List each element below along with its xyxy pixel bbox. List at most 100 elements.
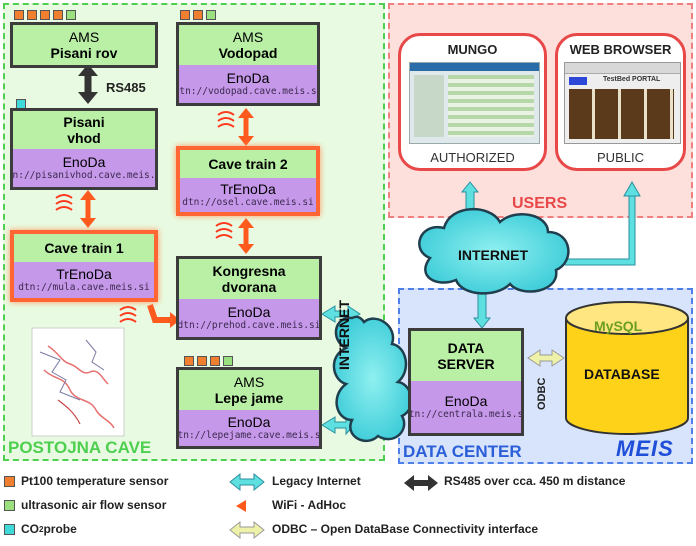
wifi-arrow-pisani-train1 bbox=[80, 190, 96, 228]
node-address: dtn://mula.cave.meis.si bbox=[18, 282, 150, 293]
node-name: DATA bbox=[447, 340, 485, 356]
web-portal-title: TestBed PORTAL bbox=[603, 76, 661, 83]
node-software: EnoDa bbox=[227, 414, 271, 430]
wifi-arrow-vodopad-train2 bbox=[238, 108, 254, 146]
internet-label-cave: INTERNET bbox=[336, 300, 352, 370]
pt100-sensor-icon bbox=[27, 10, 37, 20]
lepe-jame-sensors bbox=[184, 356, 233, 366]
airflow-sensor-icon bbox=[206, 10, 216, 20]
node-software: EnoDa bbox=[227, 304, 271, 320]
node-name-2: SERVER bbox=[437, 356, 495, 372]
node-address: dtn://lepejame.cave.meis.si bbox=[176, 430, 322, 441]
odbc-arrow bbox=[527, 349, 565, 367]
node-label: AMS bbox=[68, 29, 100, 45]
node-cave-train-2[interactable]: Cave train 2 TrEnoDa dtn://osel.cave.mei… bbox=[176, 146, 320, 216]
node-name-2: dvorana bbox=[221, 279, 277, 295]
legend-wifi: WiFi - AdHoc bbox=[272, 498, 346, 512]
pisani-rov-sensors bbox=[14, 10, 76, 20]
node-cave-train-1[interactable]: Cave train 1 TrEnoDa dtn://mula.cave.mei… bbox=[10, 230, 158, 302]
legend-airflow: ultrasonic air flow sensor bbox=[4, 498, 166, 512]
mysql-label: MySQL bbox=[594, 318, 643, 334]
node-label: AMS bbox=[233, 374, 265, 390]
node-address: dtn://centrala.meis.si bbox=[408, 409, 524, 420]
legend-text: Legacy Internet bbox=[272, 474, 361, 488]
legend-text: ultrasonic air flow sensor bbox=[21, 498, 167, 512]
airflow-swatch-icon bbox=[4, 499, 15, 511]
pt100-sensor-icon bbox=[180, 10, 190, 20]
node-name: Lepe jame bbox=[214, 390, 284, 406]
internet-cloud-users bbox=[418, 208, 570, 295]
app-title: WEB BROWSER bbox=[569, 42, 672, 57]
node-software: TrEnoDa bbox=[220, 181, 276, 197]
wifi-icon bbox=[236, 500, 246, 512]
postojna-cave-label: POSTOJNA CAVE bbox=[8, 438, 152, 457]
legend-odbc: ODBC – Open DataBase Connectivity interf… bbox=[272, 522, 538, 536]
legend-text: RS485 over cca. 450 m distance bbox=[444, 474, 626, 488]
rs485-arrow bbox=[78, 64, 98, 104]
legend-text: WiFi - AdHoc bbox=[272, 498, 347, 512]
odbc-icon bbox=[229, 520, 265, 540]
pt100-sensor-icon bbox=[53, 10, 63, 20]
node-address: dtn://vodopad.cave.meis.si bbox=[176, 86, 320, 97]
node-software: EnoDa bbox=[226, 70, 270, 86]
app-title: MUNGO bbox=[447, 42, 498, 57]
meis-logo: MEIS bbox=[616, 436, 674, 461]
node-address: dtn://osel.cave.meis.si bbox=[182, 197, 314, 208]
node-address: dtn://pisanivhod.cave.meis.si bbox=[12, 170, 156, 181]
odbc-label: ODBC bbox=[536, 377, 548, 410]
rs485-label: RS485 bbox=[106, 80, 146, 95]
wifi-waves bbox=[55, 111, 235, 323]
pt100-sensor-icon bbox=[40, 10, 50, 20]
app-access: PUBLIC bbox=[597, 150, 644, 165]
node-kongresna-dvorana[interactable]: Kongresna dvorana EnoDa dtn://prehod.cav… bbox=[176, 256, 322, 340]
node-software: TrEnoDa bbox=[56, 266, 112, 282]
node-software: EnoDa bbox=[444, 393, 488, 409]
legacy-internet-icon bbox=[229, 472, 265, 492]
pt100-sensor-icon bbox=[210, 356, 220, 366]
airflow-sensor-icon bbox=[66, 10, 76, 20]
node-label: AMS bbox=[232, 29, 264, 45]
app-access: AUTHORIZED bbox=[430, 150, 515, 165]
node-ams-pisani-rov[interactable]: AMS Pisani rov bbox=[10, 22, 158, 68]
legend-pt100: Pt100 temperature sensor bbox=[4, 474, 168, 488]
rs485-legend-icon bbox=[404, 475, 438, 491]
legend-text: ODBC – Open DataBase Connectivity interf… bbox=[272, 522, 539, 536]
pt100-sensor-icon bbox=[197, 356, 207, 366]
co2-swatch-icon bbox=[4, 523, 15, 535]
wifi-arrow-train2-kongresna bbox=[238, 218, 254, 254]
node-ams-lepe-jame[interactable]: AMS Lepe jame EnoDa dtn://lepejame.cave.… bbox=[176, 367, 322, 449]
legend-arrow-icons bbox=[229, 472, 265, 540]
airflow-sensor-icon bbox=[223, 356, 233, 366]
node-pisani-vhod[interactable]: Pisani vhod EnoDa dtn://pisanivhod.cave.… bbox=[10, 108, 158, 190]
legend-text-sub: 2 bbox=[39, 524, 44, 534]
internet-cloud-cave bbox=[332, 315, 413, 443]
web-screenshot: TestBed PORTAL bbox=[564, 62, 681, 144]
legend-rs485: RS485 over cca. 450 m distance bbox=[444, 474, 625, 488]
app-mungo[interactable]: MUNGO AUTHORIZED bbox=[398, 33, 547, 171]
wifi-arrow-train1-kongresna bbox=[147, 304, 180, 328]
node-name: Pisani rov bbox=[50, 45, 118, 61]
users-label: USERS bbox=[512, 195, 568, 212]
node-software: EnoDa bbox=[62, 154, 106, 170]
node-name: Kongresna bbox=[212, 263, 286, 279]
database-label: DATABASE bbox=[584, 366, 660, 382]
legend-text-prefix: CO bbox=[21, 522, 39, 536]
mungo-screenshot bbox=[409, 62, 540, 144]
node-data-server[interactable]: DATA SERVER EnoDa dtn://centrala.meis.si bbox=[408, 328, 524, 436]
node-name: Cave train 2 bbox=[208, 156, 288, 172]
legend-legacy-internet: Legacy Internet bbox=[272, 474, 361, 488]
cave-map-image bbox=[31, 327, 125, 437]
vodopad-sensors bbox=[180, 10, 216, 20]
pt100-swatch-icon bbox=[4, 475, 15, 487]
node-name-2: vhod bbox=[67, 130, 101, 146]
legend-text-suffix: probe bbox=[43, 522, 77, 536]
node-name: Pisani bbox=[63, 114, 105, 130]
node-ams-vodopad[interactable]: AMS Vodopad EnoDa dtn://vodopad.cave.mei… bbox=[176, 22, 320, 106]
pt100-sensor-icon bbox=[193, 10, 203, 20]
database-cylinder bbox=[565, 301, 689, 435]
legend-text: Pt100 temperature sensor bbox=[21, 474, 169, 488]
app-web-browser[interactable]: WEB BROWSER TestBed PORTAL PUBLIC bbox=[555, 33, 686, 171]
data-center-label: DATA CENTER bbox=[403, 442, 522, 461]
